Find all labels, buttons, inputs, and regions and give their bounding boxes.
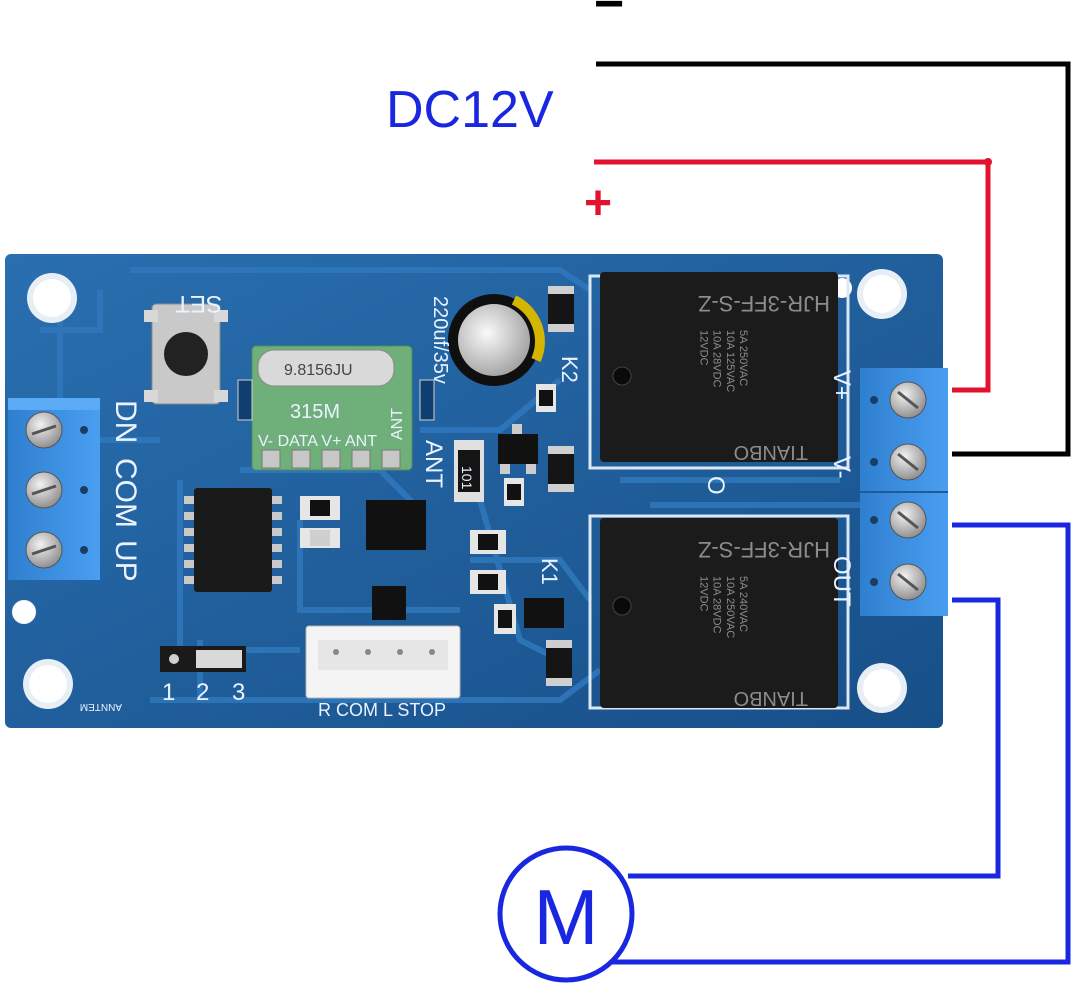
screw-terminal: [25, 531, 63, 569]
relay-k1-ref: K1: [537, 558, 562, 585]
right-terminal-block: [860, 368, 948, 616]
mounting-hole: [857, 663, 907, 713]
relay-k2-ref: K2: [557, 356, 582, 383]
rf-receiver-module: 9.8156JU 315M ANT V- DATA V+ ANT: [251, 345, 413, 471]
smd-components: [237, 286, 574, 686]
jumper-label-3: 3: [232, 679, 245, 706]
maker-mark: ANNTEM: [80, 701, 122, 712]
crystal-label: 9.8156JU: [284, 362, 353, 379]
mounting-hole: [857, 269, 907, 319]
negative-symbol: −: [594, 0, 625, 33]
resistor-code: 101: [459, 466, 475, 490]
right-label-o: O: [702, 476, 729, 495]
pcb-board: SET 9.8156JU 315M ANT V- DATA V+ ANT ANT: [5, 254, 943, 728]
relay-k1-ratings: 5A 240VAC10A 250VAC10A 28VDC12VDC: [697, 576, 749, 638]
motor-symbol: M: [497, 845, 635, 983]
mounting-hole: [27, 273, 77, 323]
relay-k1-brand: TIANBO: [734, 687, 808, 709]
screw-terminal: [25, 411, 63, 449]
relay-k2: HJR-3FF-S-Z 5A 250VAC10A 125VAC10A 28VDC…: [588, 272, 850, 470]
positive-wire-joint: [984, 158, 992, 166]
supply-voltage-label: DC12V: [386, 81, 554, 139]
stop-connector: [305, 625, 461, 699]
right-label-vplus: V+: [828, 370, 855, 400]
set-label: SET: [175, 290, 222, 317]
jumper-label-2: 2: [196, 679, 209, 706]
left-label-dn: DN: [109, 400, 142, 443]
screw-terminal: [889, 443, 927, 481]
rf-frequency-label: 315M: [290, 401, 340, 423]
positive-symbol: +: [584, 177, 613, 230]
screw-terminal: [889, 501, 927, 539]
left-label-up: UP: [109, 540, 142, 582]
relay-k1: HJR-3FF-S-Z 5A 240VAC10A 250VAC10A 28VDC…: [588, 514, 850, 710]
left-label-com: COM: [109, 458, 142, 528]
electrolytic-capacitor: [448, 294, 545, 386]
set-button: [144, 303, 228, 405]
motor-label: M: [534, 873, 599, 961]
ic-chip: [184, 488, 282, 592]
right-label-vminus: V-: [828, 456, 855, 479]
motor-wire-upper: [628, 597, 1001, 879]
jumper-header: [160, 646, 246, 672]
negative-wire: [596, 61, 1071, 457]
positive-wire: [594, 159, 991, 393]
side-ant-label: ANT: [420, 440, 447, 488]
right-label-out: OUT: [828, 556, 855, 607]
relay-k2-brand: TIANBO: [734, 441, 808, 463]
screw-terminal: [889, 563, 927, 601]
relay-k2-ratings: 5A 250VAC10A 125VAC10A 28VDC12VDC: [697, 330, 749, 392]
capacitor-label: 220uf/35v: [429, 296, 451, 384]
left-terminal-block: [8, 398, 100, 580]
relay-k2-model: HJR-3FF-S-Z: [698, 291, 830, 316]
rf-ant-label: ANT: [389, 408, 406, 440]
screw-terminal: [889, 381, 927, 419]
rf-pins: [261, 449, 401, 469]
small-via: [12, 600, 36, 624]
mounting-hole: [23, 659, 73, 709]
screw-terminal: [25, 471, 63, 509]
connector-label: R COM L STOP: [318, 700, 446, 720]
rf-pin-labels: V- DATA V+ ANT: [258, 433, 377, 450]
jumper-label-1: 1: [162, 679, 175, 706]
motor-wire-lower: [610, 522, 1071, 965]
relay-k1-model: HJR-3FF-S-Z: [698, 537, 830, 562]
